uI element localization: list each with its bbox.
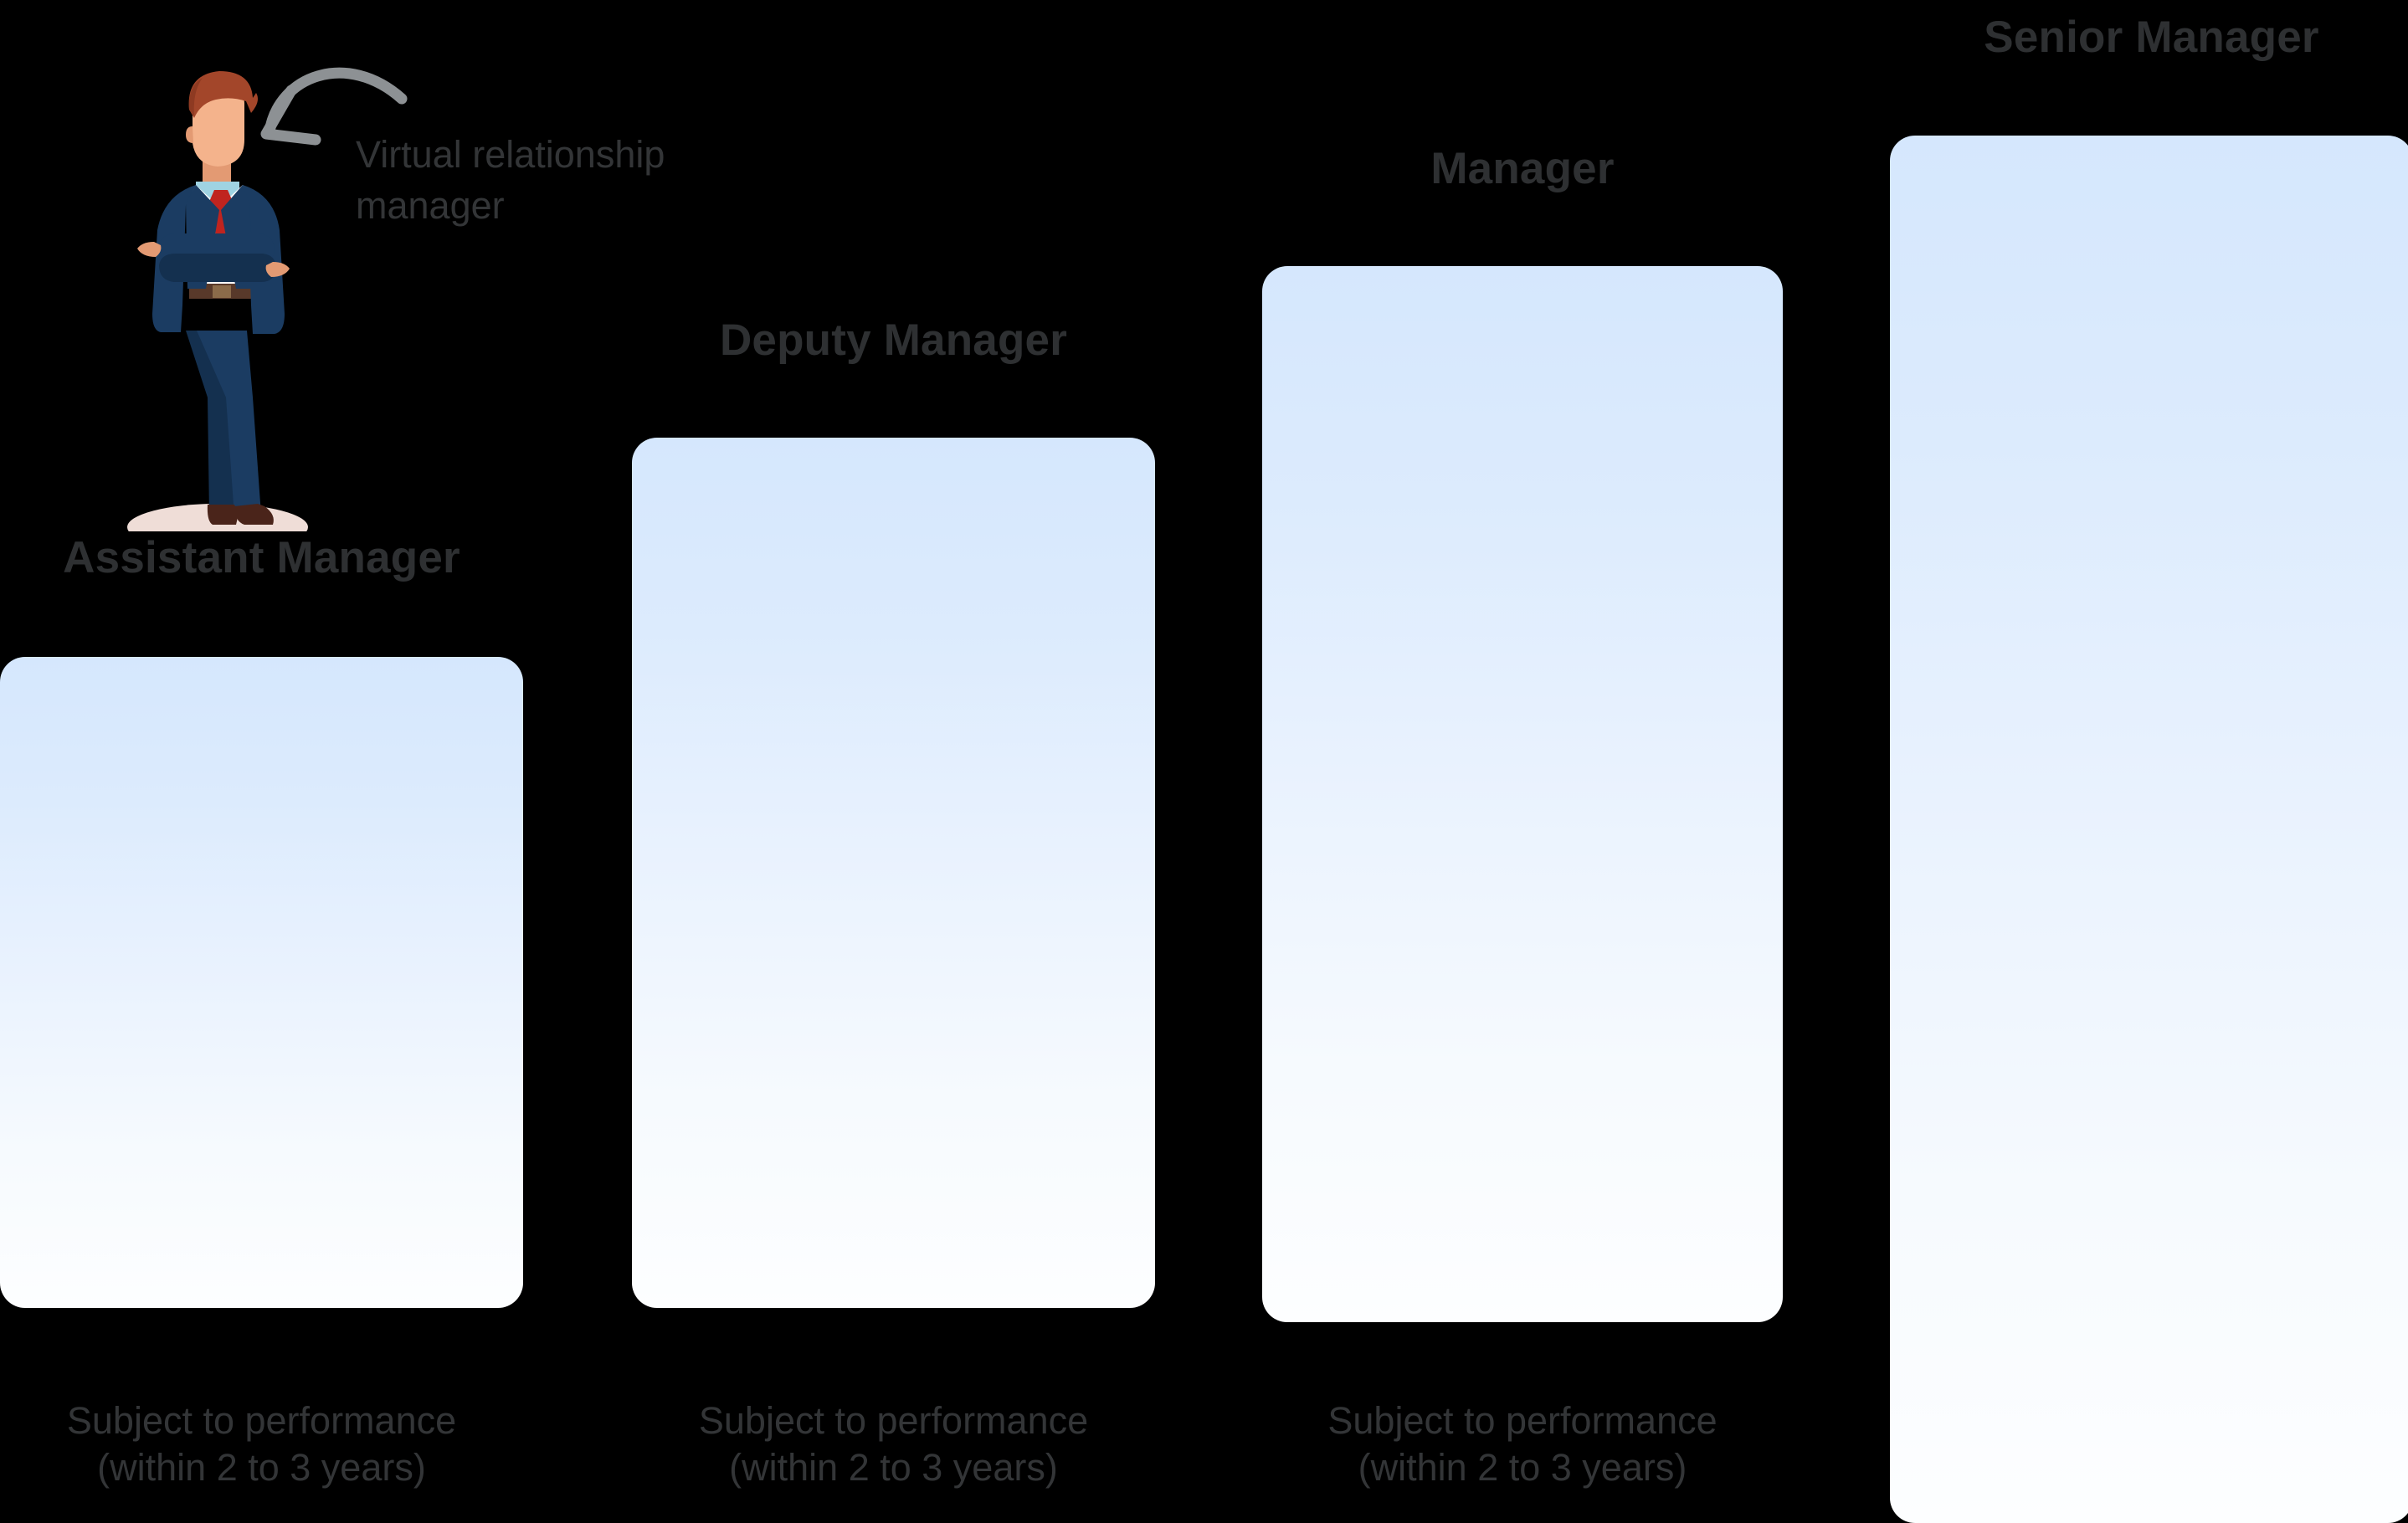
- bar-assistant-manager: [0, 657, 523, 1308]
- bar-caption-manager: Subject to performance (within 2 to 3 ye…: [1262, 1397, 1783, 1492]
- bar-deputy-manager: [632, 438, 1155, 1308]
- businessman-figure-icon: [127, 71, 308, 551]
- caption-line-1: Subject to performance: [66, 1399, 457, 1442]
- annotation-text: Virtual relationship manager: [356, 130, 665, 232]
- bar-label-assistant-manager: Assistant Manager: [63, 533, 460, 582]
- bar-label-deputy-manager: Deputy Manager: [719, 315, 1068, 365]
- caption-line-2: (within 2 to 3 years): [729, 1446, 1058, 1490]
- annotation-line-1: Virtual relationship: [356, 133, 665, 176]
- bar-caption-assistant-manager: Subject to performance (within 2 to 3 ye…: [0, 1397, 523, 1492]
- bar-label-senior-manager: Senior Manager: [1984, 13, 2319, 62]
- bar-senior-manager: [1890, 136, 2408, 1523]
- bar-label-manager: Manager: [1430, 144, 1615, 193]
- caption-line-1: Subject to performance: [698, 1399, 1089, 1442]
- caption-line-2: (within 2 to 3 years): [1358, 1446, 1687, 1490]
- bar-caption-deputy-manager: Subject to performance (within 2 to 3 ye…: [632, 1397, 1155, 1492]
- bar-manager: [1262, 266, 1783, 1322]
- annotation-arrow: [234, 25, 477, 155]
- businessman-illustration: [109, 63, 326, 551]
- annotation-line-2: manager: [356, 183, 505, 227]
- caption-line-1: Subject to performance: [1327, 1399, 1717, 1442]
- caption-line-2: (within 2 to 3 years): [97, 1446, 426, 1490]
- curved-arrow-icon: [260, 67, 408, 146]
